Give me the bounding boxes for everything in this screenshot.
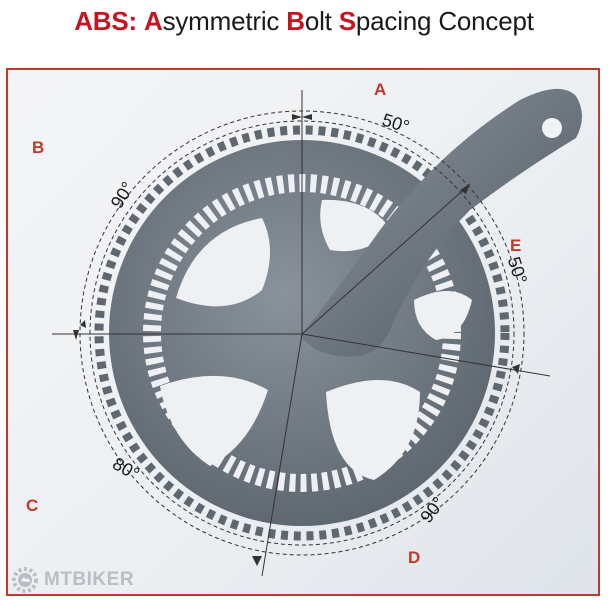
angle-label-ed: 50° xyxy=(504,254,531,286)
title-word-1: symmetric xyxy=(162,6,280,36)
title-initial-a: A xyxy=(144,6,163,36)
logo-text: MTBIKER xyxy=(44,569,135,590)
title-initial-b: B xyxy=(286,6,305,36)
bolt-label-c: C xyxy=(26,496,39,515)
arrow-a-left xyxy=(292,114,302,120)
mtbiker-logo: MTBIKER xyxy=(10,565,134,595)
bolt-label-b: B xyxy=(32,138,45,157)
title-word-3: pacing Concept xyxy=(355,6,534,36)
diagram-frame: 50° 90° 50° 80° 90° xyxy=(6,68,600,596)
crankset-diagram: 50° 90° 50° 80° 90° xyxy=(52,88,582,577)
axis-c xyxy=(261,333,303,577)
pedal-hole xyxy=(542,118,562,138)
arrow-c xyxy=(252,556,262,566)
bolt-label-e: E xyxy=(510,236,522,255)
spider-cutout-bottom-left xyxy=(160,375,268,466)
angle-label-ab: 90° xyxy=(107,178,138,212)
spider-cutout-bottom-right xyxy=(326,380,420,480)
bolt-circle-inner xyxy=(89,120,515,546)
title-abbr: ABS: xyxy=(74,6,137,36)
dimension-arrows xyxy=(73,114,520,566)
chainring-teeth xyxy=(94,125,510,541)
angle-label-ae: 50° xyxy=(380,110,412,137)
arrow-b xyxy=(73,330,79,340)
gear-logo-icon xyxy=(12,567,38,593)
title-initial-s: S xyxy=(338,6,356,36)
dimension-lines xyxy=(52,90,551,577)
arrow-d xyxy=(512,364,520,374)
spider-cutout-left xyxy=(176,218,270,307)
spider-cutout-right xyxy=(414,291,472,340)
axis-d xyxy=(301,333,551,377)
page-title: ABS: Asymmetric Bolt Spacing Concept xyxy=(0,6,608,37)
arrow-e xyxy=(460,184,470,194)
angle-label-dc: 90° xyxy=(416,493,449,527)
bolt-label-d: D xyxy=(408,548,421,567)
title-word-2: olt xyxy=(304,6,332,36)
axis-e xyxy=(301,183,471,335)
arrow-a-right xyxy=(302,114,312,120)
bolt-label-a: A xyxy=(374,80,387,99)
crank-arm xyxy=(300,88,582,357)
arrow-b2 xyxy=(80,320,86,328)
